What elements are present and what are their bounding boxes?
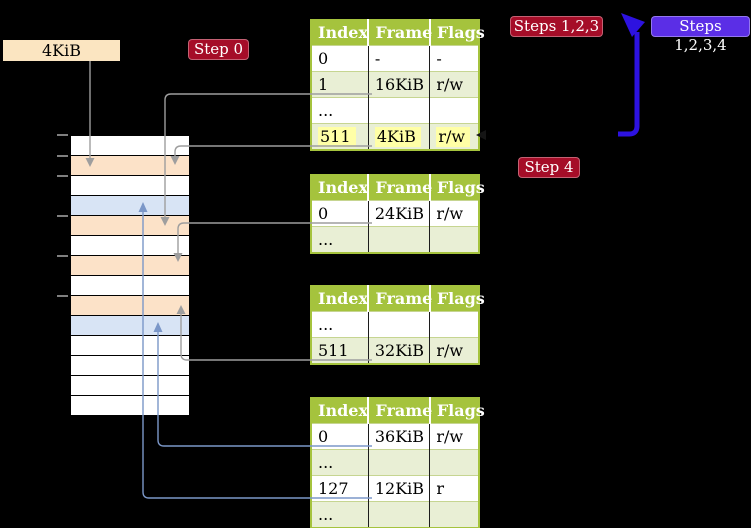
table-cell: 0 <box>311 200 369 227</box>
table-cell <box>367 449 430 476</box>
table-cell <box>367 226 430 253</box>
badge-steps-1-2-3: Steps 1,2,3 <box>510 16 603 37</box>
column-header: Index <box>311 286 369 312</box>
table-cell <box>367 501 430 528</box>
memory-row-10-blue <box>71 316 189 336</box>
table-cell <box>367 97 430 124</box>
memory-row-6-white <box>71 236 189 256</box>
table-cell: ... <box>311 226 369 253</box>
table-cell: - <box>429 45 479 72</box>
table-cell: 32KiB <box>367 337 430 364</box>
memory-boundary-ticks <box>57 134 68 297</box>
table-cell: 0 <box>311 423 369 450</box>
table-cell: r/w <box>429 423 479 450</box>
table-cell: 24KiB <box>367 200 430 227</box>
table-row: ... <box>311 226 479 253</box>
table-cell: 511 <box>311 123 369 150</box>
table-cell: ... <box>311 97 369 124</box>
memory-row-5-peach <box>71 216 189 236</box>
table-cell <box>429 97 479 124</box>
table-row: 511 4KiB r/w <box>311 123 479 150</box>
memory-row-12-white <box>71 356 189 376</box>
column-header: Flags <box>428 286 485 312</box>
table-cell: r <box>429 475 479 502</box>
memory-row-9-peach <box>71 296 189 316</box>
table-cell: 0 <box>311 45 369 72</box>
table-cell: ... <box>311 501 369 528</box>
table-row: ... <box>311 449 479 476</box>
column-header: Index <box>311 175 369 201</box>
memory-row-7-peach <box>71 256 189 276</box>
column-header: Flags <box>428 20 485 46</box>
highlight-mark: 511 <box>318 127 356 147</box>
highlight-mark: r/w <box>436 127 471 147</box>
memory-row-13-white <box>71 376 189 396</box>
table-cell: ... <box>311 311 369 338</box>
memory-row-8-white <box>71 276 189 296</box>
badge-step-0: Step 0 <box>188 39 249 60</box>
table-cell <box>429 449 479 476</box>
column-header: Frame <box>367 175 432 201</box>
physical-memory-column <box>70 135 190 416</box>
table-cell: - <box>367 45 430 72</box>
column-header: Frame <box>367 398 432 424</box>
column-header: Frame <box>367 20 432 46</box>
highlight-mark: 4KiB <box>374 127 421 147</box>
table-cell: r/w <box>429 71 479 98</box>
table-cell: r/w <box>429 337 479 364</box>
memory-row-2-peach <box>71 156 189 176</box>
table-cell <box>429 226 479 253</box>
table-cell: r/w <box>429 123 479 150</box>
table-cell: 1 <box>311 71 369 98</box>
table-cell: 36KiB <box>367 423 430 450</box>
memory-row-11-white <box>71 336 189 356</box>
table-cell: 12KiB <box>367 475 430 502</box>
column-header: Frame <box>367 286 432 312</box>
table-cell: 511 <box>311 337 369 364</box>
column-header: Index <box>311 398 369 424</box>
table-cell: ... <box>311 449 369 476</box>
table-row: ... <box>311 501 479 528</box>
frame-size-label: 4KiB <box>3 40 120 61</box>
table-row: 0-- <box>311 45 479 72</box>
table-cell <box>367 311 430 338</box>
table-row: ... <box>311 97 479 124</box>
table-cell <box>429 311 479 338</box>
memory-row-4-blue <box>71 196 189 216</box>
column-header: Index <box>311 20 369 46</box>
table-cell <box>429 501 479 528</box>
table-cell: r/w <box>429 200 479 227</box>
loop-back-arrow <box>618 13 645 137</box>
table-cell: 4KiB <box>367 123 430 150</box>
column-header: Flags <box>428 175 485 201</box>
memory-row-1-white <box>71 136 189 156</box>
badge-steps-1-2-3-4: Steps 1,2,3,4 <box>651 16 750 54</box>
column-header: Flags <box>428 398 485 424</box>
table-cell: 16KiB <box>367 71 430 98</box>
memory-row-14-white <box>71 396 189 415</box>
table-row: ... <box>311 311 479 338</box>
memory-row-3-white <box>71 176 189 196</box>
badge-step-4: Step 4 <box>518 157 580 178</box>
table-cell: 127 <box>311 475 369 502</box>
